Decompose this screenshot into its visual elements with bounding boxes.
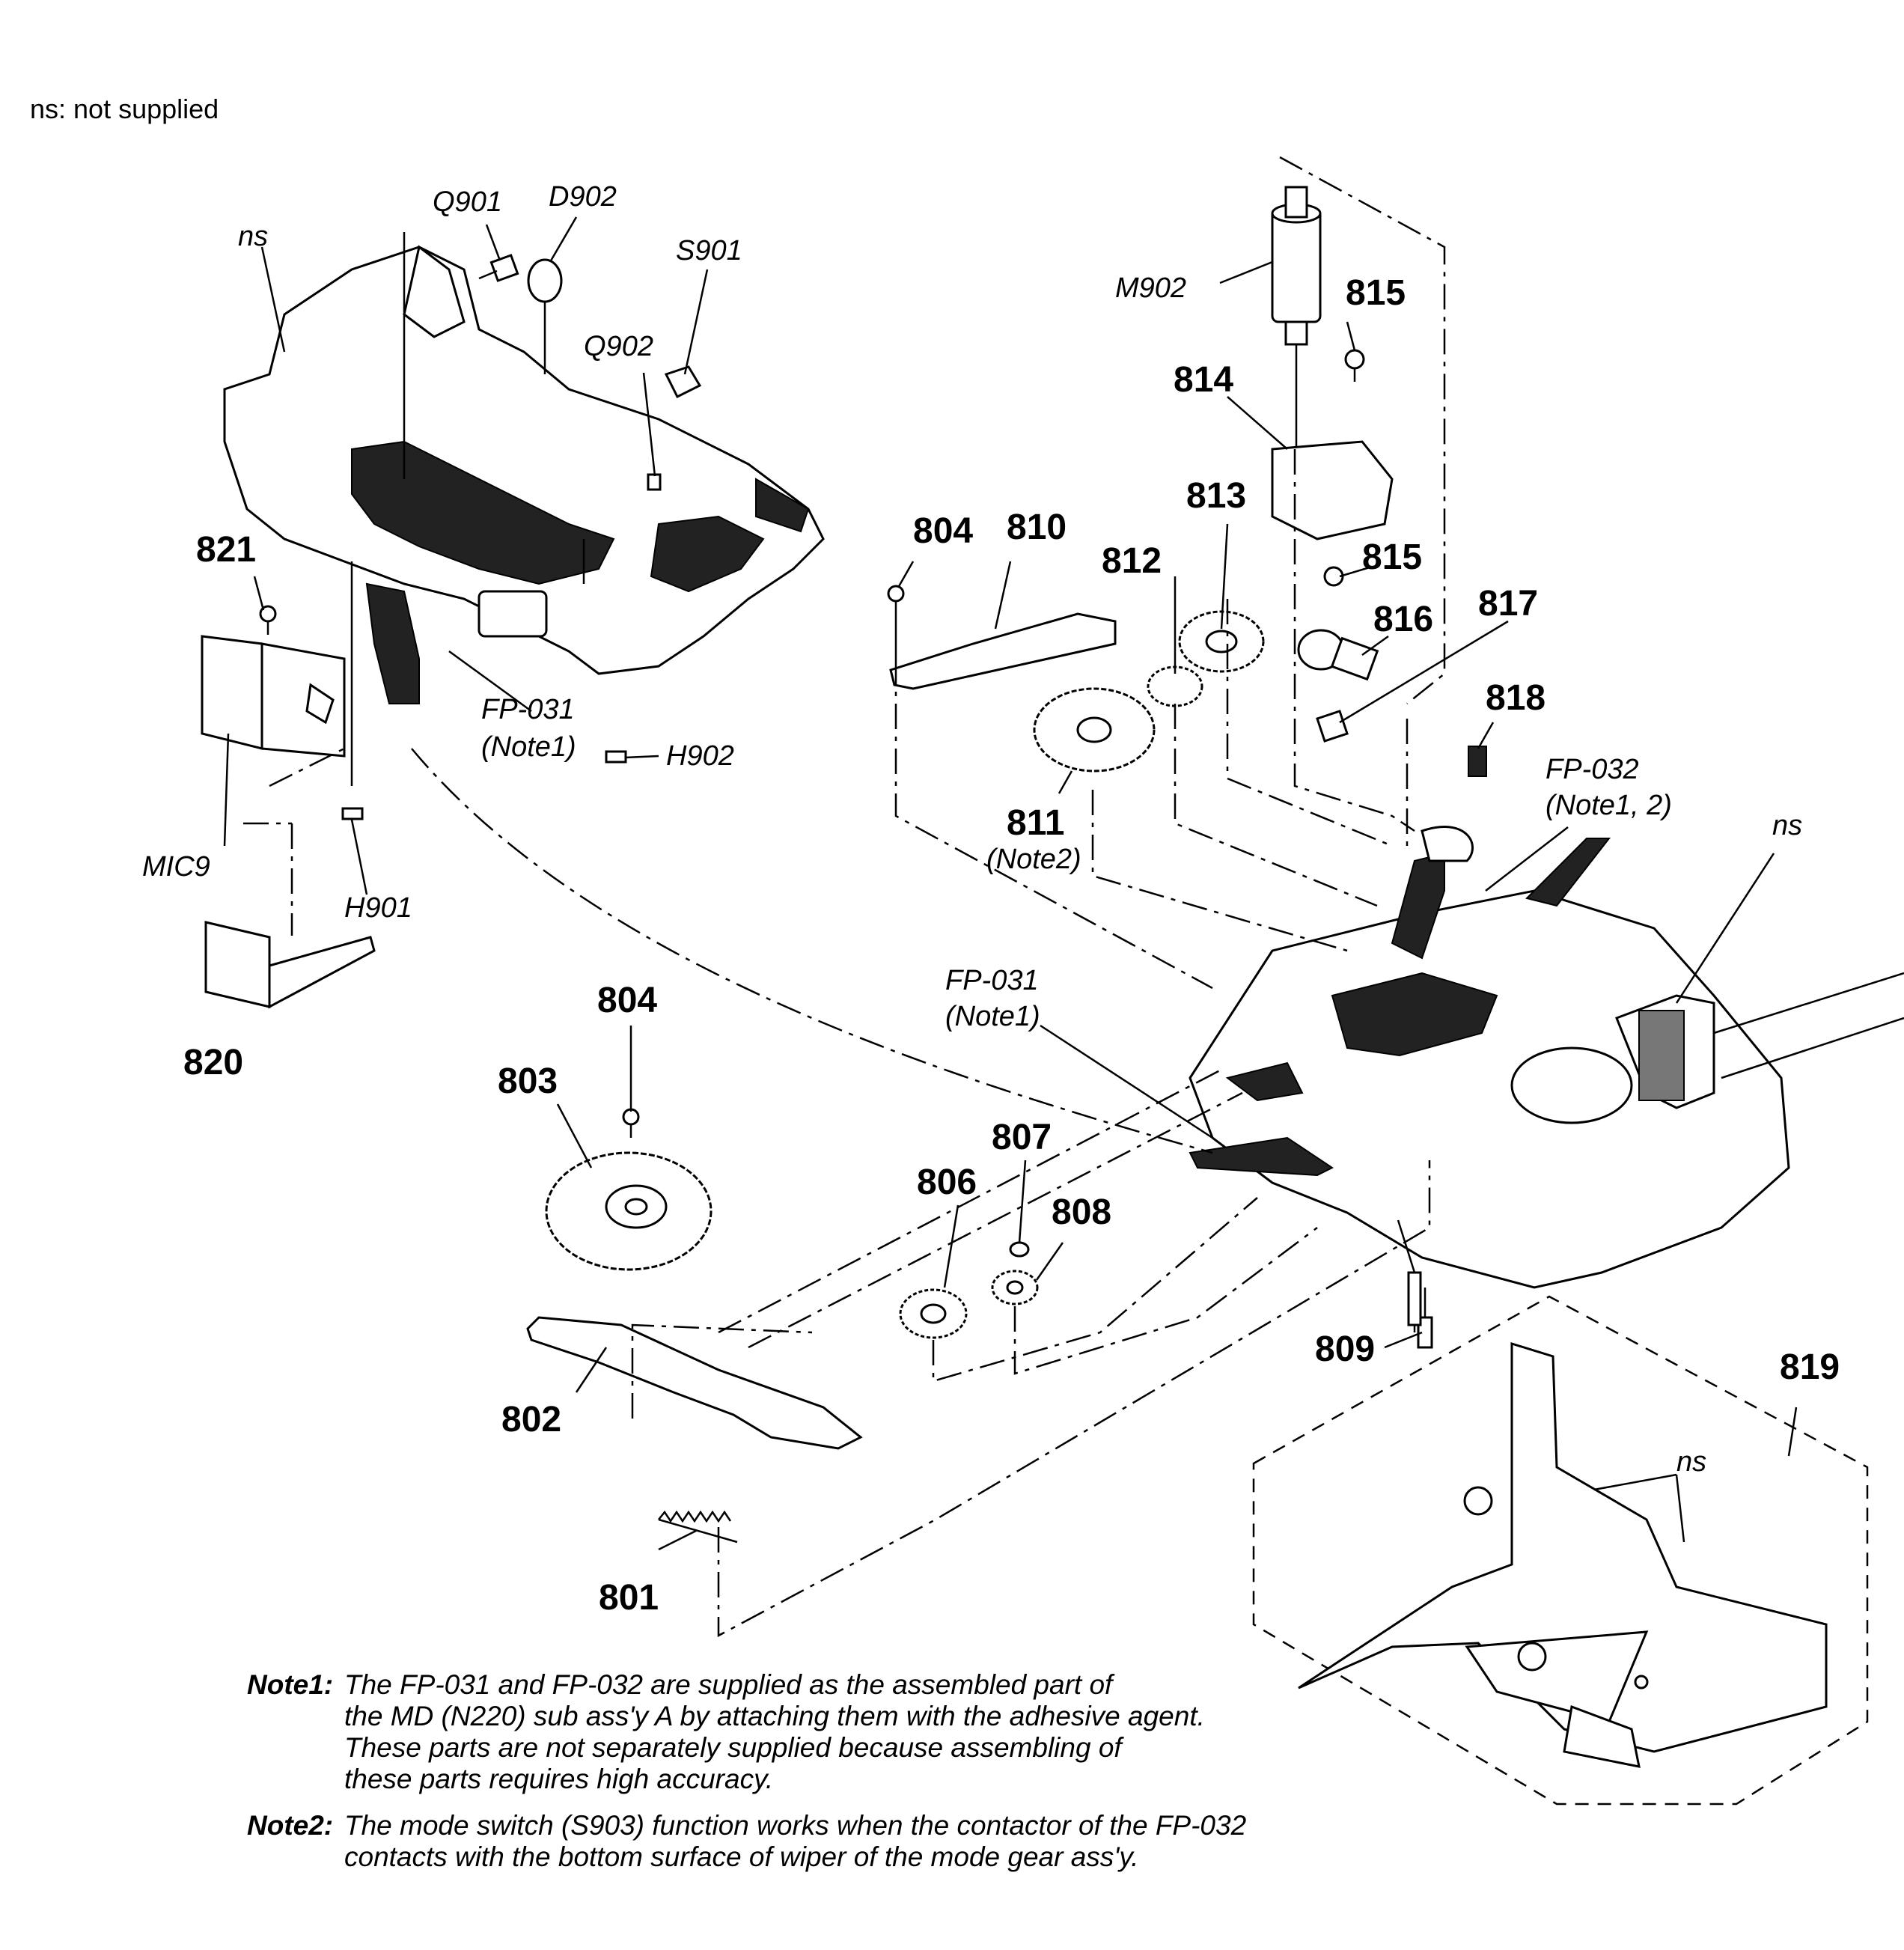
label-819: 819 (1780, 1347, 1840, 1387)
part-number-labels: 801 802 803 804 804 806 807 808 809 810 … (183, 273, 1840, 1618)
label-817: 817 (1478, 584, 1538, 624)
label-mic: MIC9 (142, 851, 210, 883)
label-fp031-lower: FP-031 (945, 965, 1039, 996)
label-816: 816 (1373, 600, 1433, 639)
label-818: 818 (1486, 678, 1546, 718)
label-fp032-note: (Note1, 2) (1546, 790, 1672, 821)
label-q902: Q902 (584, 331, 653, 362)
label-804-lower: 804 (597, 981, 657, 1020)
label-811-note: (Note2) (986, 844, 1081, 875)
label-s901: S901 (676, 235, 742, 266)
label-h902: H902 (666, 740, 734, 772)
label-811: 811 (1007, 803, 1064, 843)
label-815-lower: 815 (1362, 537, 1422, 577)
note-1-key: Note1: (247, 1669, 334, 1700)
label-ns-upper: ns (238, 221, 268, 252)
label-ns-right: ns (1772, 810, 1802, 841)
note-1-body: The FP-031 and FP-032 are supplied as th… (344, 1669, 1205, 1795)
main-chassis (1189, 826, 1904, 1289)
lower-gears (526, 1108, 1433, 1544)
label-820: 820 (183, 1043, 243, 1082)
label-801: 801 (599, 1578, 659, 1618)
label-m902: M902 (1115, 272, 1186, 304)
note-2-body: The mode switch (S903) function works wh… (344, 1810, 1246, 1873)
label-fp031-upper: FP-031 (481, 694, 575, 725)
label-814: 814 (1174, 360, 1233, 400)
notes-section: Note1: The FP-031 and FP-032 are supplie… (247, 1669, 1370, 1888)
label-804-upper: 804 (913, 511, 973, 551)
motor-assembly (1271, 186, 1487, 777)
note-1: Note1: The FP-031 and FP-032 are supplie… (247, 1669, 1370, 1795)
label-808: 808 (1052, 1192, 1111, 1232)
label-ns-lower: ns (1676, 1446, 1706, 1478)
label-fp032: FP-032 (1546, 754, 1639, 785)
legend-text: ns: not supplied (30, 94, 219, 124)
note-2-line: contacts with the bottom surface of wipe… (344, 1841, 1139, 1872)
gear-cluster (887, 585, 1265, 773)
label-821: 821 (196, 530, 256, 570)
note-1-line: these parts requires high accuracy. (344, 1764, 774, 1794)
insulator-sheet-819 (1252, 1295, 1869, 1806)
left-components (201, 605, 627, 1009)
label-809: 809 (1315, 1329, 1375, 1369)
note-2: Note2: The mode switch (S903) function w… (247, 1810, 1370, 1873)
label-812: 812 (1102, 541, 1162, 581)
note-2-key: Note2: (247, 1810, 334, 1841)
label-807: 807 (992, 1118, 1052, 1157)
label-803: 803 (498, 1061, 558, 1101)
label-q901: Q901 (433, 186, 502, 218)
note-2-line: The mode switch (S903) function works wh… (344, 1810, 1247, 1841)
label-h901: H901 (344, 892, 412, 924)
label-810: 810 (1007, 508, 1067, 547)
assembly-lines (411, 156, 1446, 1638)
label-fp031-upper-note: (Note1) (481, 731, 576, 763)
label-d902: D902 (549, 181, 617, 213)
reference-labels: Q901 D902 S901 Q902 M902 H901 H902 MIC9 … (142, 181, 1802, 1478)
note-1-line: These parts are not separately supplied … (344, 1732, 1122, 1763)
label-813: 813 (1186, 476, 1246, 516)
leader-lines (223, 216, 1798, 1551)
small-components (478, 254, 702, 491)
label-fp031-lower-note: (Note1) (945, 1001, 1040, 1032)
label-806: 806 (917, 1163, 977, 1202)
label-815-upper: 815 (1346, 273, 1406, 313)
note-1-line: The FP-031 and FP-032 are supplied as th… (344, 1669, 1113, 1700)
label-802: 802 (501, 1400, 561, 1439)
note-1-line: the MD (N220) sub ass'y A by attaching t… (344, 1701, 1205, 1731)
upper-chassis (223, 232, 825, 786)
